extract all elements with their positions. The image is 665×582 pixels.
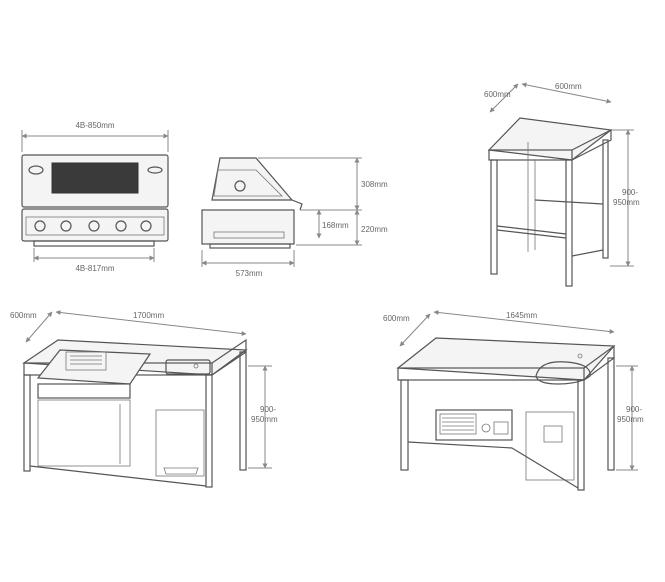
cabinet-1700-drawing [22, 338, 248, 488]
dim-side-depth: 573mm [201, 250, 295, 278]
cabinet-1645-drawing [396, 337, 616, 491]
dim-label-cab1-height: 900- 950mm [251, 405, 278, 424]
dim-label-side-depth: 573mm [236, 269, 263, 278]
dim-side-hood-height: 308mm [258, 157, 388, 211]
bbq-front-panel [435, 409, 513, 441]
bbq-front-view [21, 154, 169, 247]
dim-label-cab2-width: 1645mm [506, 311, 537, 320]
dim-cab1-height: 900- 950mm [248, 365, 278, 469]
dim-label-cab1-height-line2: 950mm [251, 415, 278, 424]
temperature-gauge [234, 180, 246, 192]
dim-label-cab2-height-line1: 900- [626, 405, 642, 414]
dim-cart-height: 900- 950mm [610, 129, 640, 267]
bbq-cutout [36, 349, 152, 399]
dim-label-cart-depth: 600mm [484, 90, 511, 99]
dim-cab2-height: 900- 950mm [616, 365, 644, 471]
dim-cart-width: 600mm [521, 82, 612, 104]
hood-handle [291, 199, 303, 211]
dim-label-cab1-width: 1700mm [133, 311, 164, 320]
dim-label-side-hood-height: 308mm [361, 180, 388, 189]
dim-cab1-depth: 600mm [10, 311, 53, 343]
logo-badge-left [28, 165, 44, 175]
dim-label-side-inner-height: 168mm [322, 221, 349, 230]
dim-side-inner-height: 168mm [316, 209, 349, 239]
dim-label-cart-height-line2: 950mm [613, 198, 640, 207]
control-knobs [34, 220, 152, 232]
bbq-side-view [201, 157, 303, 249]
dim-label-cart-width: 600mm [555, 82, 582, 91]
sink-cutout [165, 359, 211, 375]
dim-label-side-body-height: 220mm [361, 225, 388, 234]
dim-cart-depth: 600mm [484, 83, 519, 113]
dim-label-cab2-height: 900- 950mm [617, 405, 644, 424]
dim-label-bbq-top-width: 4B-850mm [75, 121, 114, 130]
dim-label-cart-height: 900- 950mm [613, 188, 640, 207]
dim-label-cab1-height-line1: 900- [260, 405, 276, 414]
dim-side-body-height: 220mm [296, 209, 388, 246]
dim-bbq-top-width: 4B-850mm [21, 121, 169, 152]
dim-cab1-width: 1700mm [55, 310, 247, 336]
cart-drawing [487, 117, 613, 287]
dim-label-cart-height-line1: 900- [622, 188, 638, 197]
dim-label-cab2-depth: 600mm [383, 314, 410, 323]
dim-label-cab1-depth: 600mm [10, 311, 37, 320]
hood-window [51, 162, 139, 194]
dim-label-bbq-bottom-width: 4B-817mm [75, 264, 114, 273]
dim-bbq-bottom-width: 4B-817mm [33, 248, 155, 273]
dim-cab2-width: 1645mm [433, 310, 615, 334]
sink-bowl [535, 353, 591, 385]
logo-badge-right [147, 166, 163, 174]
dim-label-cab2-height-line2: 950mm [617, 415, 644, 424]
dim-cab2-depth: 600mm [383, 313, 431, 347]
